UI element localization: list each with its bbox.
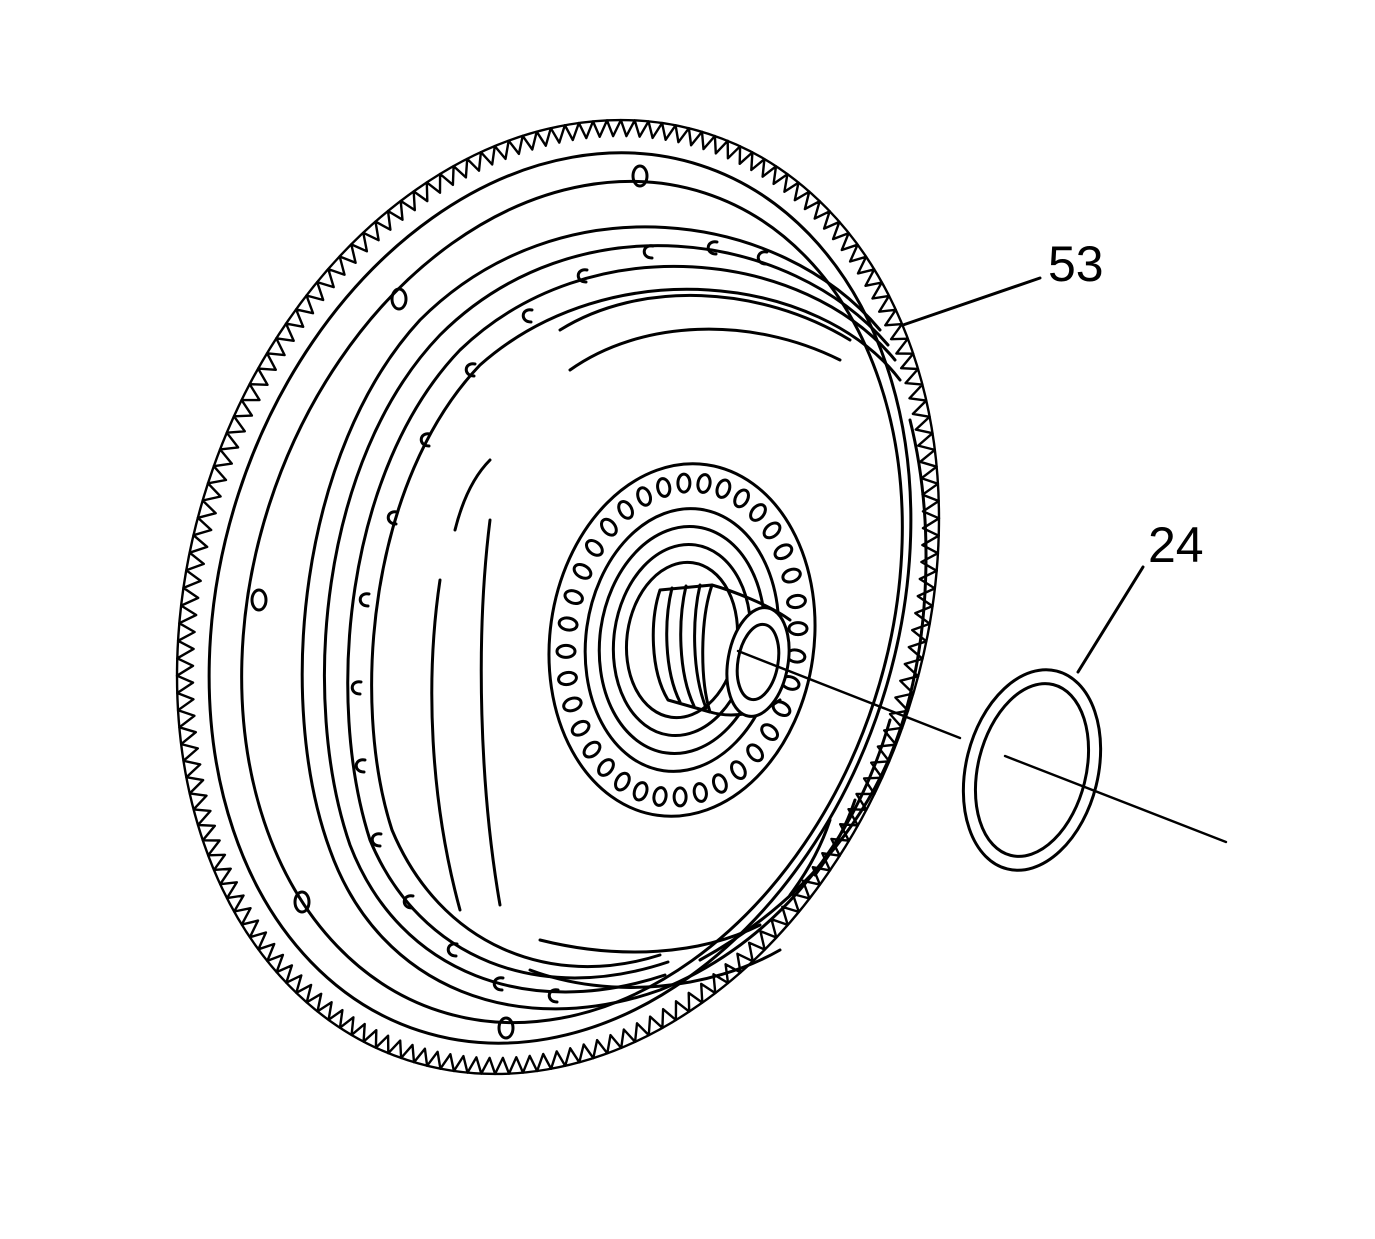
converter-lug — [402, 894, 415, 910]
converter-lug — [492, 976, 505, 992]
seal-ring-outer — [961, 668, 1103, 872]
hub-flange-hole — [585, 539, 604, 557]
hub-flange-hole — [597, 758, 615, 777]
hub-flange-outer — [547, 462, 817, 818]
hub-flange-hole — [656, 477, 672, 498]
bolt-hole — [390, 287, 408, 311]
hub-flange-hole — [749, 503, 767, 522]
bolt-hole — [293, 890, 311, 914]
converter-lugs — [350, 240, 769, 1004]
ring-gear-teeth — [175, 118, 941, 1076]
hub-flange-hole — [570, 719, 591, 737]
hub-flange-hole — [600, 517, 618, 537]
converter-lug — [547, 988, 560, 1004]
hub-flange-hole — [733, 488, 750, 509]
flexplate-bolt-holes — [250, 164, 649, 1040]
pilot-shaft-end — [725, 606, 791, 718]
hub-flange-hole — [582, 740, 602, 759]
hub-flange-hole — [563, 589, 584, 606]
callout-53: 53 — [1048, 236, 1104, 292]
leader-line-53 — [901, 276, 1042, 327]
converter-lug — [358, 592, 371, 608]
bolt-hole — [497, 1016, 515, 1040]
hub-flange-hole — [672, 786, 688, 808]
hub-flange-hole — [676, 472, 692, 494]
hub-flange-hole — [730, 760, 747, 780]
converter-lug — [576, 268, 589, 284]
hub-flange-hole — [557, 670, 578, 687]
assembly-centerline — [1003, 754, 1228, 844]
hub-flange-hole — [715, 478, 732, 499]
hub-flange-hole — [786, 593, 807, 610]
converter-lug — [464, 362, 477, 378]
hub-flange-hole — [632, 781, 649, 802]
hub-flange-hole — [636, 486, 653, 507]
bolt-hole — [250, 588, 268, 612]
callout-24: 24 — [1148, 517, 1204, 573]
hub-flange-hole — [572, 563, 593, 580]
ring-gear-inner-edge — [207, 151, 913, 1045]
converter-lug — [386, 510, 399, 526]
assembly-centerline — [736, 649, 962, 740]
converter-shell — [300, 225, 928, 1011]
converter-lug — [446, 942, 459, 958]
converter-lug — [706, 240, 719, 256]
hub-flange-hole — [711, 773, 728, 794]
hub-flange-hole — [781, 567, 802, 584]
hub-flange-hole — [746, 743, 764, 763]
hub-flange-hole — [614, 771, 631, 792]
hub-flange-hole — [652, 786, 668, 807]
seal-ring-inner — [973, 682, 1091, 858]
converter-lug — [350, 680, 363, 696]
converter-lug — [521, 308, 534, 324]
ring-gear-outer-edge — [175, 118, 941, 1076]
hub-flange-hole — [555, 643, 577, 659]
hub-flange-hole — [762, 521, 782, 540]
hub-flange-hole — [760, 723, 779, 741]
hub-flange-hole — [787, 621, 809, 637]
hub-flange-hole — [557, 616, 579, 632]
hub-flange-hole — [562, 696, 583, 713]
hub-flange-hole — [692, 782, 708, 803]
hub-flange-hole — [696, 473, 712, 494]
converter-lug — [642, 244, 655, 260]
converter-hub — [547, 462, 817, 818]
leader-line-24 — [1076, 565, 1145, 674]
converter-lug — [419, 432, 432, 448]
converter-lug — [354, 758, 367, 774]
converter-lug — [370, 832, 383, 848]
hub-flange-hole — [617, 500, 634, 520]
seal-ring-part — [961, 668, 1103, 872]
hub-flange-hole — [773, 543, 794, 561]
converter-lug — [756, 250, 769, 266]
torque-converter-assembly — [175, 118, 941, 1076]
flexplate-rim — [240, 179, 904, 1025]
bolt-hole — [631, 164, 649, 188]
